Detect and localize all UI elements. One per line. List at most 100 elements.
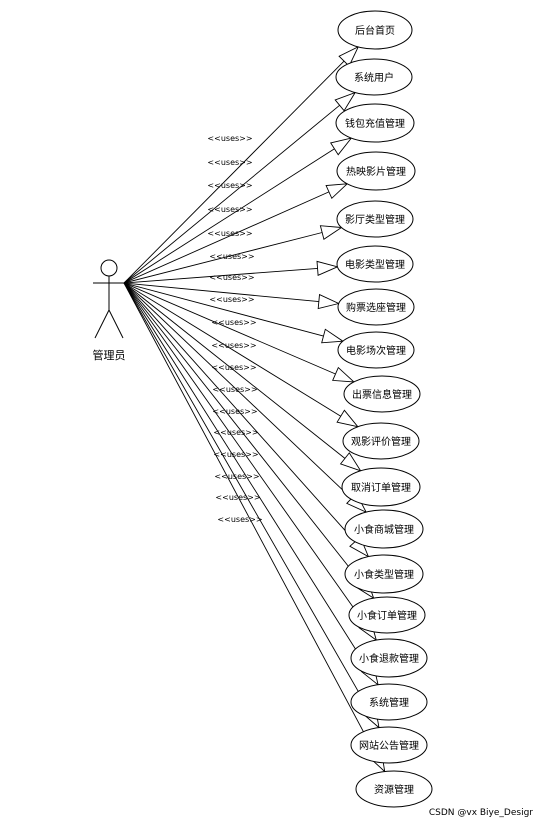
association-line [123,282,368,669]
association-line [123,267,318,284]
uses-label: <<uses>> [207,158,252,167]
use-case-label: 小食退款管理 [359,652,419,665]
use-case-ellipse [336,200,414,238]
use-case-ellipse [337,10,413,50]
uses-label: <<uses>> [213,428,258,437]
use-case-ellipse [343,375,421,413]
use-case: 系统用户 [335,58,413,96]
use-case-label: 网站公告管理 [359,739,419,752]
use-case: 资源管理 [355,770,433,808]
association-line [123,282,370,711]
use-case-ellipse [350,726,428,764]
arrowhead-icon [336,409,359,428]
arrowhead-icon [334,91,357,112]
arrowhead-icon [325,183,349,200]
use-case-ellipse [350,683,428,721]
use-case: 钱包充值管理 [335,103,415,143]
use-case-ellipse [337,331,415,369]
arrowhead-icon [317,293,341,310]
arrowhead-icon [338,45,360,67]
use-case: 电影类型管理 [336,245,414,283]
association-line [123,104,340,284]
association-line [123,282,324,337]
use-case-ellipse [348,596,426,634]
association-line [123,148,335,284]
uses-label: <<uses>> [209,273,254,282]
uses-labels: <<uses>> <<uses>> <<uses>> <<uses>> <<uses>>… [207,134,262,524]
use-case-label: 出票信息管理 [352,388,412,401]
arrowhead-icon [339,452,362,472]
uses-label: <<uses>> [209,295,254,304]
use-case: 出票信息管理 [343,375,421,413]
use-case-label: 电影类型管理 [345,258,405,271]
association-line [123,282,342,417]
use-case: 小食类型管理 [344,554,424,594]
uses-label: <<uses>> [209,252,254,261]
uses-label: <<uses>> [211,341,256,350]
use-case-label: 系统管理 [369,696,409,709]
use-case-ellipse [355,770,433,808]
use-case-ellipse [337,288,415,326]
use-case: 小食订单管理 [348,596,426,634]
use-case-ellipse [336,245,414,283]
use-case-ellipse [336,151,416,191]
use-case: 系统管理 [350,683,428,721]
stick-figure-icon [93,259,125,339]
actor-left-leg [94,309,110,339]
use-case: 观影评价管理 [342,422,420,460]
use-case-ellipse [350,638,428,678]
uses-label: <<uses>> [211,318,256,327]
uses-label: <<uses>> [207,181,252,190]
use-case: 影厅类型管理 [336,200,414,238]
association-line [123,282,362,583]
association-line [123,282,376,755]
use-case: 电影场次管理 [337,331,415,369]
use-case-label: 电影场次管理 [346,344,406,357]
uses-label: <<uses>> [212,407,257,416]
watermark: CSDN @vx Biye_Desigr [429,808,533,818]
use-case-label: 热映影片管理 [346,165,406,178]
uses-label: <<uses>> [213,450,258,459]
use-case-ellipse [344,554,424,594]
arrowhead-icon [332,366,356,383]
uses-label: <<uses>> [217,515,262,524]
association-line [123,282,336,375]
use-case-ellipse [344,509,424,549]
association-line [123,282,352,499]
uses-label: <<uses>> [211,363,256,372]
use-case-label: 小食订单管理 [357,609,417,622]
uses-label: <<uses>> [212,385,257,394]
arrowhead-icon [321,328,345,344]
use-case-label: 后台首页 [355,24,395,37]
use-case: 小食退款管理 [350,638,428,678]
uses-label: <<uses>> [207,134,252,143]
use-case-label: 购票选座管理 [346,301,406,314]
use-case-label: 观影评价管理 [351,435,411,448]
use-case-label: 资源管理 [374,783,414,796]
use-case-ellipse [335,58,413,96]
use-case-label: 影厅类型管理 [345,213,405,226]
actor-name: 管理员 [93,348,126,362]
actor-head [100,259,118,277]
use-case-label: 系统用户 [354,71,394,84]
use-case-ellipse [341,467,421,507]
use-case: 网站公告管理 [350,726,428,764]
arrowhead-icon [329,137,353,156]
use-case: 后台首页 [337,10,413,50]
uses-label: <<uses>> [215,493,260,502]
use-case: 热映影片管理 [336,151,416,191]
use-case-ellipse [342,422,420,460]
association-line [123,282,319,303]
use-case: 购票选座管理 [337,288,415,326]
use-case-label: 小食商城管理 [354,523,414,536]
use-case-label: 小食类型管理 [354,568,414,581]
association-line [123,191,330,284]
use-case: 取消订单管理 [341,467,421,507]
arrowhead-icon [316,260,339,276]
uses-label: <<uses>> [207,205,252,214]
association-line [123,282,366,625]
association-line [123,282,356,542]
uses-label: <<uses>> [207,229,252,238]
actor-right-leg [108,309,124,339]
